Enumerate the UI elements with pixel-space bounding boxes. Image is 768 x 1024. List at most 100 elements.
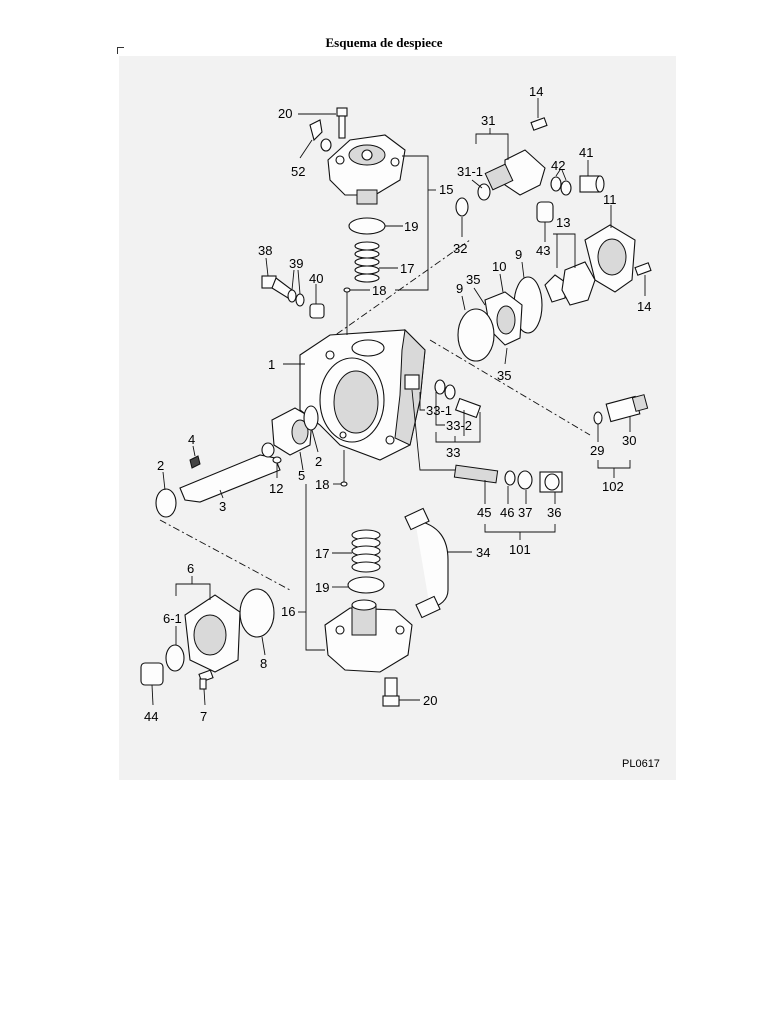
pump-housing	[299, 328, 426, 461]
callout-33-1: 33-1	[426, 403, 452, 418]
fuel-pipe-34	[414, 519, 449, 609]
bolt-52	[309, 119, 332, 152]
seal-2-left	[155, 488, 177, 518]
callout-31: 31	[481, 113, 495, 128]
exploded-diagram-panel: 20 52 15 19 17 18 14 31 31-1 32 42 41 11…	[119, 56, 676, 780]
callout-32: 32	[453, 241, 467, 256]
callout-8: 8	[260, 656, 267, 671]
callout-45: 45	[477, 505, 491, 520]
callout-40: 40	[309, 271, 323, 286]
washer-12	[272, 456, 282, 464]
washer-42b	[560, 180, 572, 196]
valve-31	[477, 149, 546, 201]
callout-7: 7	[200, 709, 207, 724]
callout-29: 29	[590, 443, 604, 458]
bolt-14-top	[530, 117, 548, 131]
callout-20-top: 20	[278, 106, 292, 121]
callout-13: 13	[556, 215, 570, 230]
callout-14-bottom: 14	[637, 299, 651, 314]
spring-17-bottom	[351, 529, 381, 573]
drive-shaft-3	[179, 442, 281, 503]
callout-30: 30	[622, 433, 636, 448]
hub-5	[271, 407, 313, 456]
callout-1: 1	[268, 357, 275, 372]
callout-10: 10	[492, 259, 506, 274]
callout-42: 42	[551, 158, 565, 173]
callout-17-bottom: 17	[315, 546, 329, 561]
callout-15: 15	[439, 182, 453, 197]
callout-33-2: 33-2	[446, 418, 472, 433]
o-ring-19-top	[348, 217, 386, 235]
filter-40	[309, 303, 325, 319]
washer-39a	[287, 289, 297, 303]
key-4	[189, 455, 201, 469]
callout-2-left: 2	[157, 458, 164, 473]
callout-35-bottom: 35	[497, 368, 511, 383]
bearing-6-1	[165, 644, 185, 672]
callout-41: 41	[579, 145, 593, 160]
callout-19-bottom: 19	[315, 580, 329, 595]
pin-18-top	[343, 287, 351, 293]
o-ring-32	[455, 197, 469, 217]
corner-mark	[117, 47, 124, 54]
callout-36: 36	[547, 505, 561, 520]
cover-11	[584, 224, 636, 293]
callout-102: 102	[602, 479, 624, 494]
callout-33: 33	[446, 445, 460, 460]
valve-33-2	[454, 397, 482, 419]
ring-37	[517, 470, 533, 490]
callout-35-top: 35	[466, 272, 480, 287]
callout-14-top: 14	[529, 84, 543, 99]
callout-5: 5	[298, 468, 305, 483]
leader-lines	[151, 98, 646, 706]
plug-41	[579, 175, 605, 193]
assembly-line-left	[159, 519, 291, 591]
washer-39b	[295, 293, 305, 307]
screw-7	[198, 669, 214, 690]
piston-45	[453, 464, 499, 484]
bushing-43	[536, 201, 554, 223]
screw-20-top	[336, 107, 348, 139]
callout-3: 3	[219, 499, 226, 514]
o-ring-19-bottom	[347, 576, 385, 594]
washer-42a	[550, 176, 562, 192]
fitting-38	[261, 275, 293, 299]
pin-18-bottom	[340, 481, 348, 487]
callout-16: 16	[281, 604, 295, 619]
spring-17-top	[354, 241, 380, 283]
callout-18-bottom: 18	[315, 477, 329, 492]
sensor-30	[605, 394, 649, 423]
callout-39: 39	[289, 256, 303, 271]
callout-37: 37	[518, 505, 532, 520]
ring-33-1b	[444, 384, 456, 400]
screw-20-bottom	[382, 677, 400, 707]
seal-2-right	[303, 405, 319, 431]
callout-20-bottom: 20	[423, 693, 437, 708]
ring-46	[504, 470, 516, 486]
callout-31-1: 31-1	[457, 164, 483, 179]
callout-labels: 20 52 15 19 17 18 14 31 31-1 32 42 41 11…	[144, 84, 651, 724]
exploded-parts-diagram: 20 52 15 19 17 18 14 31 31-1 32 42 41 11…	[140, 84, 660, 770]
callout-46: 46	[500, 505, 514, 520]
bolt-14-bottom	[634, 262, 652, 276]
callout-6: 6	[187, 561, 194, 576]
callout-52: 52	[291, 164, 305, 179]
o-ring-8	[239, 588, 275, 638]
callout-17-top: 17	[400, 261, 414, 276]
callout-6-1: 6-1	[163, 611, 182, 626]
nut-44	[140, 662, 164, 686]
callout-18-top: 18	[372, 283, 386, 298]
callout-9-right: 9	[515, 247, 522, 262]
plug-36	[539, 471, 563, 493]
callout-12: 12	[269, 481, 283, 496]
top-plate	[327, 134, 406, 205]
diagram-code: PL0617	[622, 758, 660, 770]
callout-9-left: 9	[456, 281, 463, 296]
bottom-plate	[324, 599, 413, 673]
callout-4: 4	[188, 432, 195, 447]
o-ring-9-left	[457, 308, 495, 362]
ring-29	[593, 411, 603, 425]
callout-44: 44	[144, 709, 158, 724]
ring-33-1	[434, 379, 446, 395]
callout-43: 43	[536, 243, 550, 258]
